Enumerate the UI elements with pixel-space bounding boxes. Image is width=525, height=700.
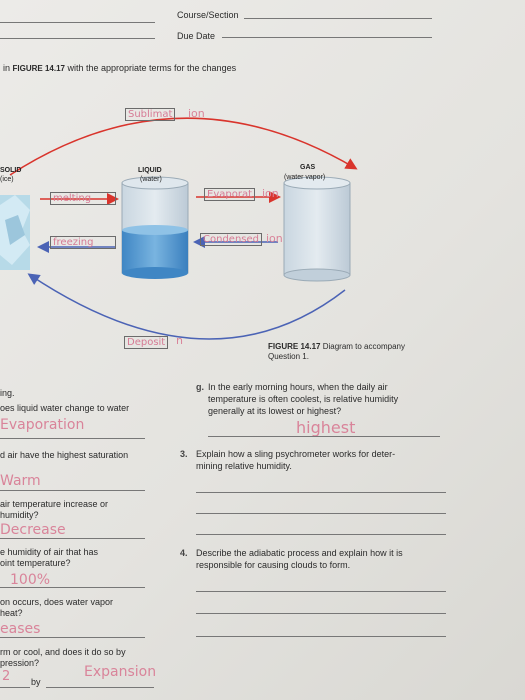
gas-label: GAS xyxy=(300,164,316,171)
question-3-text: Explain how a sling psychrometer works f… xyxy=(196,449,396,471)
due-line xyxy=(222,37,432,38)
solid-label: SOLID xyxy=(0,167,22,174)
question-g-text: In the early morning hours, when the dai… xyxy=(208,382,399,416)
q-occurs2: heat? xyxy=(0,608,23,618)
q-oes: oes liquid water change to water xyxy=(0,403,130,413)
q-air-highest: d air have the highest saturation xyxy=(0,450,129,460)
a-warm: Warm xyxy=(0,473,41,489)
states-diagram xyxy=(0,117,358,340)
sublimation-arrow xyxy=(9,117,358,176)
gas-sub: (water vapor) xyxy=(284,174,326,181)
name-line xyxy=(0,22,155,23)
question-4-text: Describe the adiabatic process and expla… xyxy=(196,548,403,570)
figure-caption: FIGURE 14.17 Diagram to accompany Questi… xyxy=(268,342,405,361)
deposition-arrow xyxy=(27,273,346,340)
by-label: by xyxy=(31,677,41,687)
liquid-label: LIQUID xyxy=(138,167,162,174)
liquid-sub: (water) xyxy=(140,176,162,183)
q-warm1: rm or cool, and does it do so by xyxy=(0,647,126,657)
sublimation-answer-box: Sublimat xyxy=(125,108,176,121)
q-humidity2: oint temperature? xyxy=(0,558,71,568)
q-air-temp2: humidity? xyxy=(0,510,39,520)
solid-sub: (ice) xyxy=(0,176,14,183)
freezing-answer: freezing xyxy=(50,236,116,249)
a-by-prefix: 2 xyxy=(2,669,11,684)
a-decrease: Decrease xyxy=(0,522,66,538)
instruction: in FIGURE 14.17 with the appropriate ter… xyxy=(3,63,237,73)
due-label: Due Date xyxy=(177,31,216,41)
ice-block xyxy=(0,195,30,270)
a-evaporation: Evaporation xyxy=(0,417,85,433)
evaporation-answer-box: Evaporat xyxy=(204,188,255,201)
course-line xyxy=(244,18,432,19)
condensation-answer-tail: ion xyxy=(266,232,283,245)
q-air-temp1: air temperature increase or xyxy=(0,499,109,509)
question-g: g. xyxy=(196,382,204,392)
liquid-beaker xyxy=(121,176,189,279)
evaporation-answer-tail: ion xyxy=(262,187,279,200)
gas-beaker xyxy=(283,176,351,282)
g-answer: highest xyxy=(296,418,356,437)
question-3: 3. xyxy=(180,449,188,459)
q-ing: ing. xyxy=(0,388,15,398)
q-warm2: pression? xyxy=(0,658,40,668)
a-expansion: Expansion xyxy=(84,664,157,680)
q-humidity1: e humidity of air that has xyxy=(0,547,99,557)
q-occurs1: on occurs, does water vapor xyxy=(0,597,114,607)
a-100: 100% xyxy=(10,572,51,588)
condensation-answer-box: Condensed xyxy=(200,233,262,246)
section-line xyxy=(0,38,155,39)
deposition-answer-box: Deposit xyxy=(124,336,169,349)
melting-answer: melting xyxy=(50,192,116,205)
sublimation-answer-tail: ion xyxy=(188,107,205,120)
question-4: 4. xyxy=(180,548,188,558)
course-label: Course/Section xyxy=(177,10,239,20)
a-releases: eases xyxy=(0,621,41,637)
deposition-answer-tail: n xyxy=(176,334,183,347)
